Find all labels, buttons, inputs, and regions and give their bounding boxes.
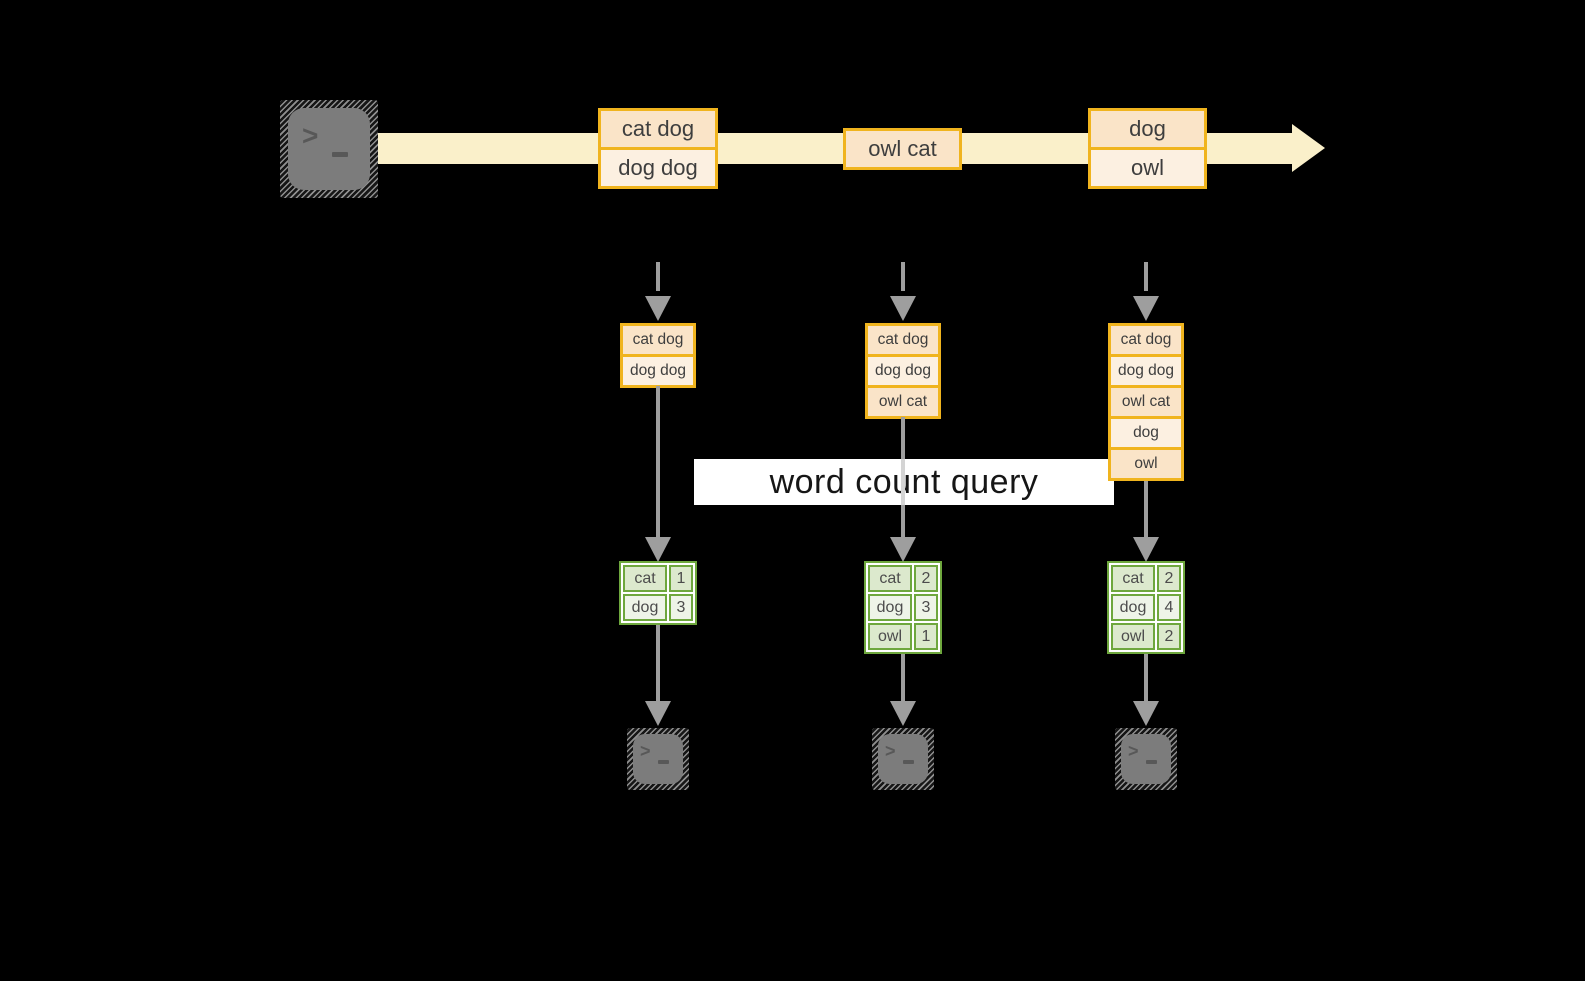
collected-record-row: owl	[1108, 447, 1184, 481]
terminal-cursor-icon	[658, 760, 669, 764]
count-cell: 3	[914, 594, 938, 621]
ingest-arrow-dash	[901, 262, 905, 291]
collected-record-row: owl cat	[1108, 385, 1184, 419]
result-output-arrowhead-icon	[890, 701, 916, 726]
query-input-line	[1144, 479, 1148, 537]
terminal-screen: >	[1121, 734, 1171, 784]
terminal-cursor-icon	[1146, 760, 1157, 764]
stream-record-row: cat dog	[598, 108, 718, 150]
terminal-prompt-icon: >	[885, 741, 896, 761]
pipeline-line-through-banner	[901, 459, 905, 505]
sink-terminal-icon: >	[1115, 728, 1177, 790]
word-cell: cat	[868, 565, 912, 592]
word-cell: dog	[868, 594, 912, 621]
result-output-line	[1144, 652, 1148, 701]
word-cell: dog	[1111, 594, 1155, 621]
sink-terminal-icon: >	[627, 728, 689, 790]
input-stream-arrowhead-icon	[1292, 124, 1325, 172]
terminal-cursor-icon	[903, 760, 914, 764]
stream-record-row: owl	[1088, 147, 1207, 189]
ingest-arrowhead-icon	[645, 296, 671, 321]
terminal-prompt-icon: >	[640, 741, 651, 761]
terminal-prompt-icon: >	[1128, 741, 1139, 761]
count-cell: 2	[1157, 623, 1181, 650]
count-cell: 1	[669, 565, 693, 592]
terminal-cursor-icon	[332, 152, 348, 157]
terminal-screen: >	[288, 108, 370, 190]
terminal-prompt-icon: >	[302, 120, 319, 151]
result-output-line	[901, 652, 905, 701]
ingest-arrowhead-icon	[890, 296, 916, 321]
count-cell: 2	[1157, 565, 1181, 592]
word-cell: owl	[868, 623, 912, 650]
query-input-arrowhead-icon	[890, 537, 916, 562]
stream-record-row: owl cat	[843, 128, 962, 170]
collected-record-row: dog dog	[620, 354, 696, 388]
count-cell: 1	[914, 623, 938, 650]
collected-record-row: cat dog	[865, 323, 941, 357]
query-input-arrowhead-icon	[645, 537, 671, 562]
word-cell: dog	[623, 594, 667, 621]
stream-record-box: owl cat	[843, 128, 962, 170]
count-cell: 4	[1157, 594, 1181, 621]
result-output-arrowhead-icon	[1133, 701, 1159, 726]
query-input-line	[656, 386, 660, 537]
collected-record-row: dog dog	[1108, 354, 1184, 388]
count-cell: 3	[669, 594, 693, 621]
collected-record-row: cat dog	[620, 323, 696, 357]
sink-terminal-icon: >	[872, 728, 934, 790]
collected-record-row: cat dog	[1108, 323, 1184, 357]
result-output-arrowhead-icon	[645, 701, 671, 726]
stream-record-row: dog	[1088, 108, 1207, 150]
collected-record-row: dog dog	[865, 354, 941, 388]
count-cell: 2	[914, 565, 938, 592]
terminal-screen: >	[878, 734, 928, 784]
collected-record-row: dog	[1108, 416, 1184, 450]
word-cell: cat	[623, 565, 667, 592]
stream-record-row: dog dog	[598, 147, 718, 189]
ingest-arrow-dash	[656, 262, 660, 291]
word-cell: cat	[1111, 565, 1155, 592]
ingest-arrow-dash	[1144, 262, 1148, 291]
terminal-screen: >	[633, 734, 683, 784]
collected-record-row: owl cat	[865, 385, 941, 419]
ingest-arrowhead-icon	[1133, 296, 1159, 321]
result-output-line	[656, 623, 660, 701]
query-input-arrowhead-icon	[1133, 537, 1159, 562]
source-terminal-icon: >	[280, 100, 378, 198]
word-cell: owl	[1111, 623, 1155, 650]
